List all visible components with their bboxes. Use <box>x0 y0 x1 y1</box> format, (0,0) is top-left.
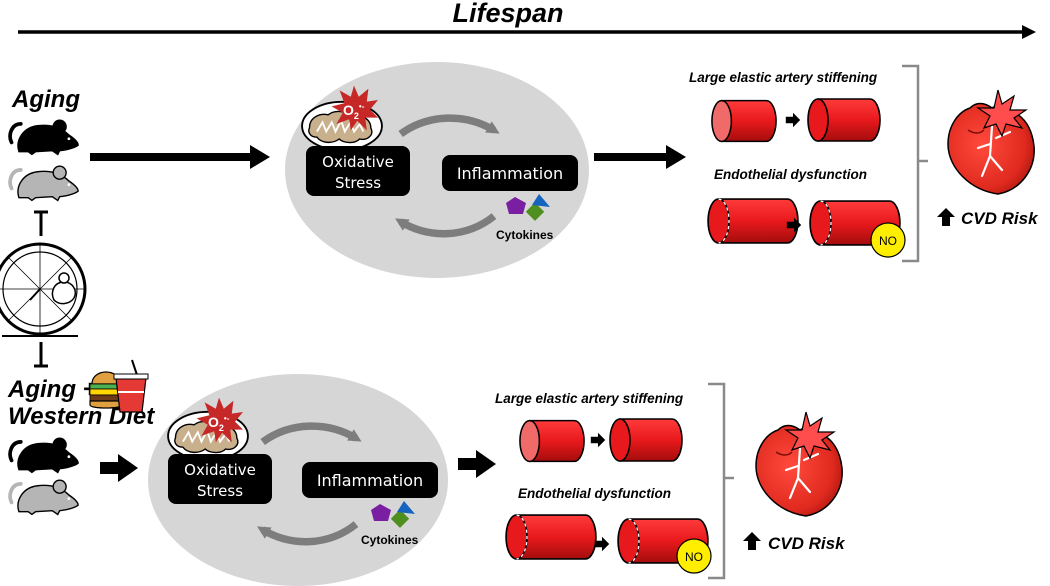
bottom-inflammation-box <box>302 462 438 498</box>
top-cytokines-label: Cytokines <box>496 228 554 242</box>
lifespan-title: Lifespan <box>452 0 563 28</box>
bottom-superoxide-label: O2•- <box>208 414 230 433</box>
inhibition-bar-icon <box>34 210 48 236</box>
top-oxidative-stress-box <box>306 146 410 196</box>
top-inflammation-box <box>442 155 578 191</box>
top-stiffening-label: Large elastic artery stiffening <box>689 70 878 85</box>
bottom-endothelial-label: Endothelial dysfunction <box>518 486 671 501</box>
top-condition-label: Aging <box>11 86 80 113</box>
bottom-inflammation-label: Inflammation <box>317 471 423 490</box>
top-cytokine-icons <box>506 194 550 221</box>
right-arrow-icon <box>785 112 801 128</box>
bottom-stress-line2: Stress <box>197 482 243 500</box>
inhibition-bar-icon <box>34 342 48 368</box>
top-inflammation-label: Inflammation <box>457 164 563 183</box>
right-arrow-icon <box>594 536 610 552</box>
artery-icon <box>519 419 585 463</box>
top-arrow-to-outcomes <box>594 145 686 169</box>
bottom-arrow-to-outcomes <box>458 450 496 478</box>
black-mouse-icon <box>8 118 80 156</box>
top-endothelial-label: Endothelial dysfunction <box>714 167 867 182</box>
top-bracket <box>902 64 928 263</box>
artery-icon <box>707 198 799 244</box>
up-arrow-icon <box>743 532 761 550</box>
top-no-label: NO <box>879 234 897 248</box>
gray-mouse-icon <box>8 164 80 202</box>
timeline-arrowhead <box>1022 25 1036 39</box>
artery-icon <box>609 418 683 462</box>
running-wheel-icon <box>0 242 87 337</box>
artery-icon <box>807 98 881 142</box>
bottom-cytokine-icons <box>371 501 415 528</box>
burger-icon <box>89 371 123 409</box>
up-arrow-icon <box>937 208 955 226</box>
bottom-cvd-risk-label: CVD Risk <box>768 534 846 553</box>
bottom-oxidative-stress-box <box>168 454 272 504</box>
top-cvd-risk-label: CVD Risk <box>961 209 1039 228</box>
black-mouse-icon <box>8 436 80 474</box>
bottom-stiffening-label: Large elastic artery stiffening <box>495 391 684 406</box>
top-stress-line1: Oxidative <box>322 153 394 171</box>
bottom-bracket <box>708 382 734 580</box>
top-stress-line2: Stress <box>335 174 381 192</box>
bottom-cytokines-label: Cytokines <box>361 533 419 547</box>
top-arrow-to-cycle <box>90 145 270 169</box>
soda-cup-icon <box>113 359 149 413</box>
bottom-no-circle <box>676 538 712 574</box>
top-no-circle <box>870 222 906 258</box>
artery-icon <box>505 514 597 560</box>
bottom-no-label: NO <box>685 550 703 564</box>
heart-icon <box>754 410 844 518</box>
bottom-arrow-to-cycle <box>100 454 138 482</box>
heart-icon <box>946 88 1036 196</box>
top-superoxide-label: O2•- <box>343 102 365 121</box>
gray-mouse-icon <box>8 478 80 516</box>
right-arrow-icon <box>590 432 606 448</box>
bottom-stress-line1: Oxidative <box>184 461 256 479</box>
bottom-condition-line1: Aging + <box>7 376 97 403</box>
artery-icon <box>711 99 777 143</box>
